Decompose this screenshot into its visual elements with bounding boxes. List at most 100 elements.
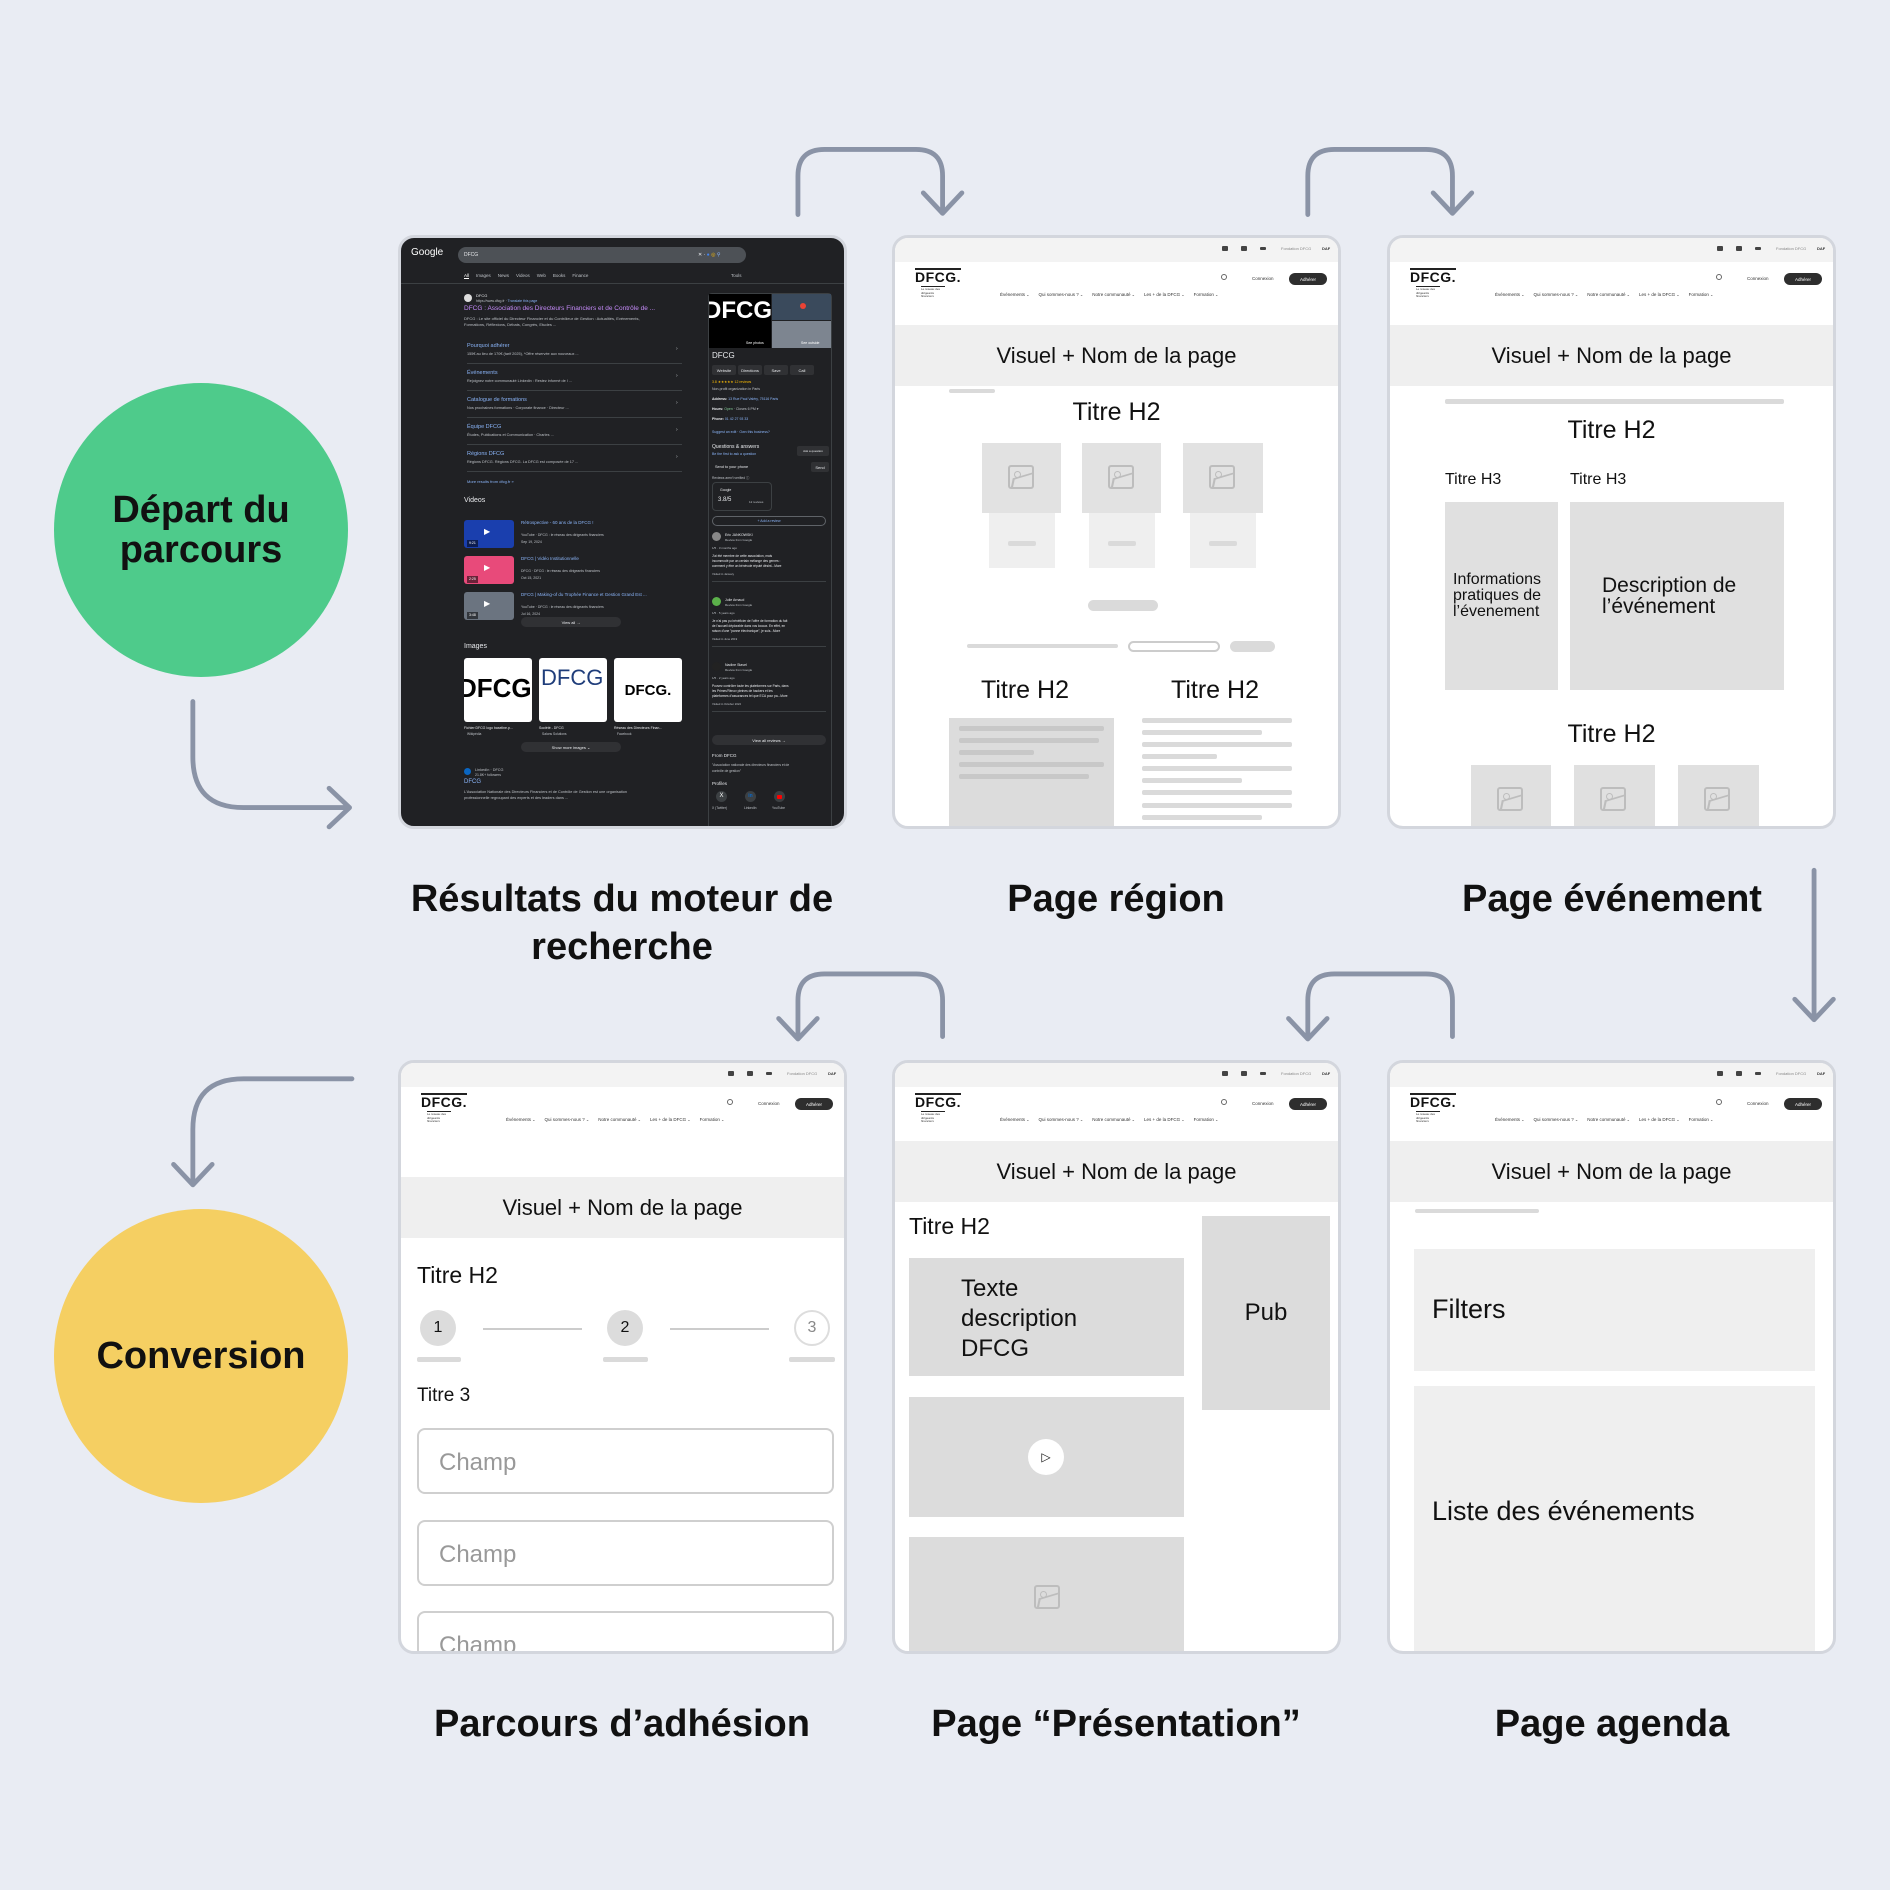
image-caption[interactable]: Réseau des Directeurs Finan... (614, 726, 663, 730)
nav-item-benefits[interactable]: Les + de la DFCG (650, 1117, 691, 1122)
add-review-button[interactable]: + Add a review (712, 516, 826, 526)
nav-item-training[interactable]: Formation (1194, 292, 1219, 297)
nav-item-community[interactable]: Notre communauté (1587, 292, 1630, 297)
chevron-right-icon[interactable]: › (676, 400, 678, 406)
kp-call-button[interactable]: Call (790, 365, 814, 375)
join-button[interactable]: Adhérer (1784, 273, 1822, 285)
search-icon[interactable] (1221, 274, 1227, 280)
nav-item-community[interactable]: Notre communauté (1587, 1117, 1630, 1122)
youtube-icon[interactable] (774, 791, 785, 802)
linkedin-icon[interactable] (728, 1071, 734, 1076)
video-title-link[interactable]: DFCG | Vidéo Institutionnelle (521, 556, 579, 561)
dfcg-logo[interactable]: DFCG. (421, 1093, 468, 1110)
see-outside-link[interactable]: See outside (801, 341, 820, 345)
search-icon[interactable] (1716, 1099, 1722, 1105)
search-icon[interactable] (1221, 1099, 1227, 1105)
login-link[interactable]: Connexion (1747, 276, 1769, 281)
card-body[interactable] (1089, 513, 1155, 568)
nav-item-community[interactable]: Notre communauté (598, 1117, 641, 1122)
chevron-right-icon[interactable]: › (676, 427, 678, 433)
social-icon[interactable] (1736, 246, 1742, 251)
search-icon[interactable] (727, 1099, 733, 1105)
nav-item-benefits[interactable]: Les + de la DFCG (1144, 292, 1185, 297)
linkedin-icon[interactable] (1717, 1071, 1723, 1076)
nav-item-events[interactable]: Événements (1000, 292, 1029, 297)
join-button[interactable]: Adhérer (1289, 1098, 1327, 1110)
send-button[interactable]: Send (811, 462, 829, 472)
nav-item-events[interactable]: Événements (1495, 292, 1524, 297)
tab-finance[interactable]: Finance (572, 273, 589, 278)
nav-item-community[interactable]: Notre communauté (1092, 292, 1135, 297)
social-icon[interactable] (1736, 1071, 1742, 1076)
nav-item-benefits[interactable]: Les + de la DFCG (1639, 1117, 1680, 1122)
login-link[interactable]: Connexion (758, 1101, 780, 1106)
kp-logo-photo[interactable]: DFCG (709, 294, 771, 348)
clear-icon[interactable]: ✕ · ● ◎ ⚲ (698, 252, 721, 258)
foundation-link[interactable]: Fondation DFCG (1776, 1071, 1807, 1076)
google-rating-card[interactable]: Google 3.8/5 12 reviews (712, 482, 772, 511)
nav-item-training[interactable]: Formation (1194, 1117, 1219, 1122)
reviewer-name[interactable]: Julie Arnaud (725, 598, 745, 602)
social-icon[interactable] (1241, 246, 1247, 251)
social-icon[interactable] (1260, 247, 1266, 250)
image-result-thumb[interactable]: DFCG. (614, 658, 682, 722)
related-event-image[interactable] (1574, 765, 1655, 826)
nav-item-benefits[interactable]: Les + de la DFCG (1639, 292, 1680, 297)
video-title-link[interactable]: DFCG | Making-of du Trophée Finance et G… (521, 592, 647, 597)
chevron-right-icon[interactable]: › (676, 346, 678, 352)
join-button[interactable]: Adhérer (795, 1098, 833, 1110)
kp-qa-link[interactable]: Be the first to ask a question (712, 452, 757, 456)
ask-question-button[interactable]: Ask a question (797, 446, 829, 456)
daf-link[interactable]: DAF (1322, 246, 1331, 251)
x-twitter-icon[interactable]: X (716, 791, 727, 802)
filter-button[interactable] (1230, 641, 1275, 652)
nav-item-about[interactable]: Qui sommes-nous ? (1533, 292, 1578, 297)
kp-street-photo[interactable] (772, 321, 831, 348)
linkedin-icon[interactable] (1222, 246, 1228, 251)
sitelink[interactable]: Pourquoi adhérer (467, 343, 510, 349)
filters-box[interactable]: Filters (1414, 1249, 1815, 1371)
video-title-link[interactable]: Rétrospective - 60 ans de la DFCG ! (521, 520, 594, 525)
nav-item-about[interactable]: Qui sommes-nous ? (1533, 1117, 1578, 1122)
region-select[interactable] (1128, 641, 1220, 652)
search-icon[interactable] (1716, 274, 1722, 280)
nav-item-community[interactable]: Notre communauté (1092, 1117, 1135, 1122)
social-icon[interactable] (766, 1072, 772, 1075)
foundation-link[interactable]: Fondation DFCG (1776, 246, 1807, 251)
chevron-right-icon[interactable]: › (676, 373, 678, 379)
daf-link[interactable]: DAF (1322, 1071, 1331, 1076)
foundation-link[interactable]: Fondation DFCG (1281, 246, 1312, 251)
kp-save-button[interactable]: Save (764, 365, 788, 375)
tab-web[interactable]: Web (536, 273, 546, 278)
view-all-videos-button[interactable]: View all → (521, 617, 621, 627)
related-event-image[interactable] (1678, 765, 1759, 826)
result-title-link[interactable]: DFCG : Association des Directeurs Financ… (464, 305, 656, 312)
image-caption[interactable]: Fichier:DFCG logo baseline.p... (464, 726, 513, 730)
search-input[interactable]: DFCG ✕ · ● ◎ ⚲ (458, 247, 746, 263)
linkedin-result-link[interactable]: DFCG (464, 779, 481, 785)
daf-link[interactable]: DAF (1817, 1071, 1826, 1076)
social-icon[interactable] (1755, 1072, 1761, 1075)
dfcg-logo[interactable]: DFCG. (915, 268, 962, 285)
nav-item-about[interactable]: Qui sommes-nous ? (1038, 1117, 1083, 1122)
foundation-link[interactable]: Fondation DFCG (787, 1071, 818, 1076)
see-more-button[interactable] (1088, 600, 1158, 611)
related-event-image[interactable] (1471, 765, 1551, 826)
join-button[interactable]: Adhérer (1784, 1098, 1822, 1110)
show-more-images-button[interactable]: Show more images ⌄ (521, 742, 621, 752)
sitelink[interactable]: Équipe DFCG (467, 424, 502, 430)
send-to-phone[interactable]: Send to your phone (715, 465, 749, 469)
nav-item-events[interactable]: Événements (1000, 1117, 1029, 1122)
join-button[interactable]: Adhérer (1289, 273, 1327, 285)
nav-item-training[interactable]: Formation (1689, 1117, 1714, 1122)
step-2[interactable]: 2 (607, 1310, 643, 1346)
video-block[interactable]: ▷ (909, 1397, 1184, 1517)
daf-link[interactable]: DAF (828, 1071, 837, 1076)
dfcg-logo[interactable]: DFCG. (1410, 268, 1457, 285)
image-result-thumb[interactable]: DFCG (539, 658, 607, 722)
form-field[interactable]: Champ (417, 1428, 834, 1494)
nav-item-events[interactable]: Événements (1495, 1117, 1524, 1122)
kp-website-button[interactable]: Website (712, 365, 736, 375)
more-results-link[interactable]: More results from dfcg.fr » (467, 479, 514, 484)
login-link[interactable]: Connexion (1252, 276, 1274, 281)
